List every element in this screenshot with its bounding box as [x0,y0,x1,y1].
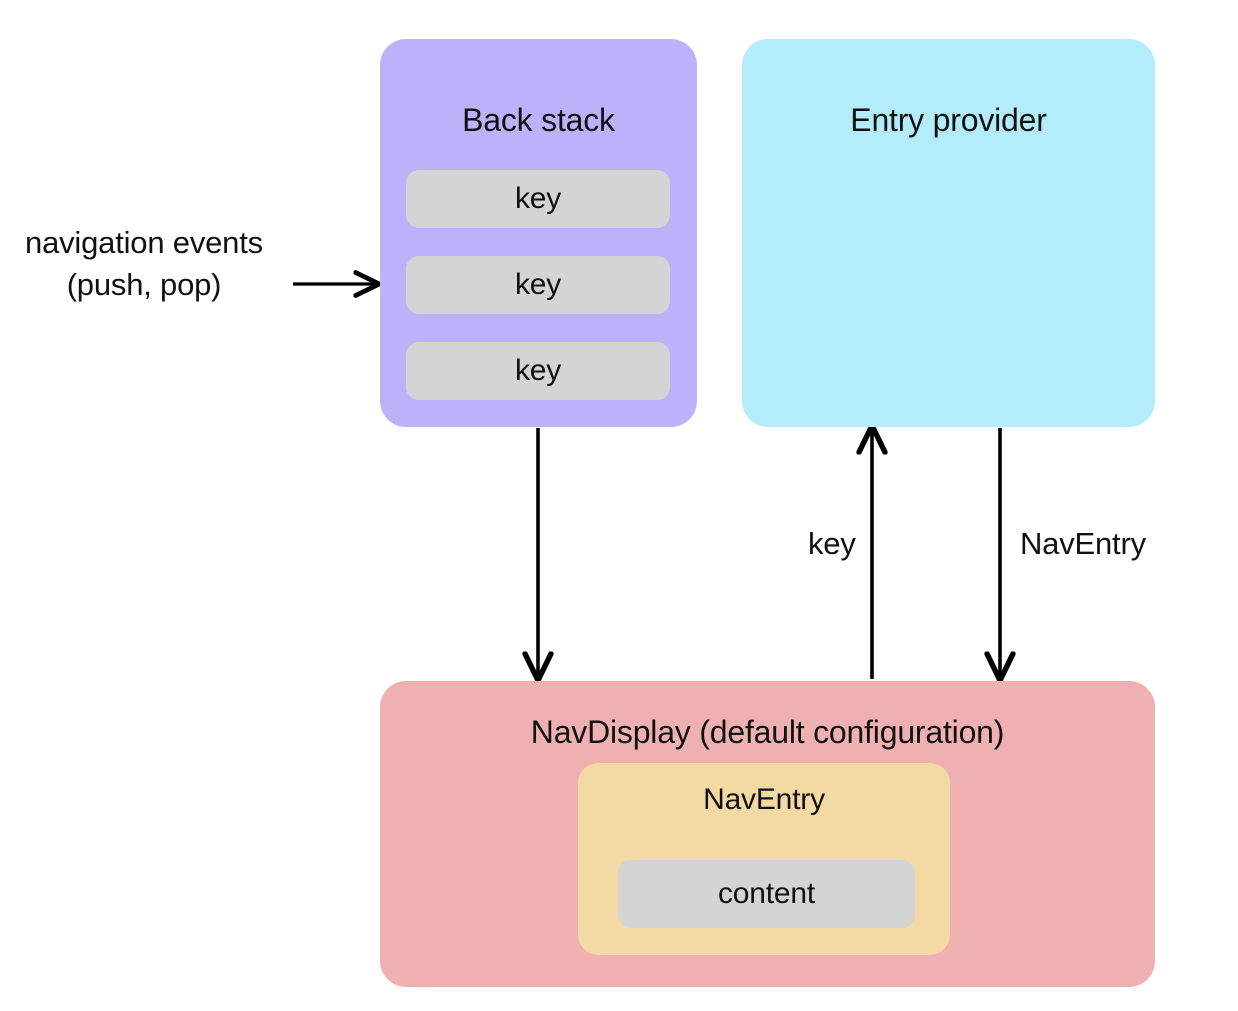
nav-display-nav-entry-box[interactable]: NavEntry content [578,763,950,955]
back-stack-box[interactable]: Back stack key key key [380,39,697,427]
back-stack-key-pill-2[interactable]: key [406,256,670,314]
navigation-events-line-2: (push, pop) [66,267,222,302]
navigation-events-line-1: navigation events [25,225,263,260]
edge-label-key: key [808,526,856,561]
navigation-events-label: navigation events (push, pop) [8,222,280,306]
entry-provider-title: Entry provider [850,102,1047,138]
nav-display-content-label: content [717,877,815,910]
nav-display-content-pill[interactable]: content [618,860,915,928]
entry-provider-box[interactable]: Entry provider NavEntry key content [742,39,1155,427]
back-stack-key-pill-1[interactable]: key [406,170,670,228]
back-stack-key-label-3: key [514,354,562,387]
back-stack-key-label-2: key [514,268,562,301]
edge-label-naventry: NavEntry [1020,526,1146,561]
back-stack-key-label-1: key [514,182,562,215]
back-stack-title: Back stack [462,102,615,138]
back-stack-key-pill-3[interactable]: key [406,342,670,400]
nav-display-title: NavDisplay (default configuration) [530,714,1005,750]
nav-display-box[interactable]: NavDisplay (default configuration) NavEn… [380,681,1155,987]
nav-display-nav-entry-title: NavEntry [703,783,825,816]
